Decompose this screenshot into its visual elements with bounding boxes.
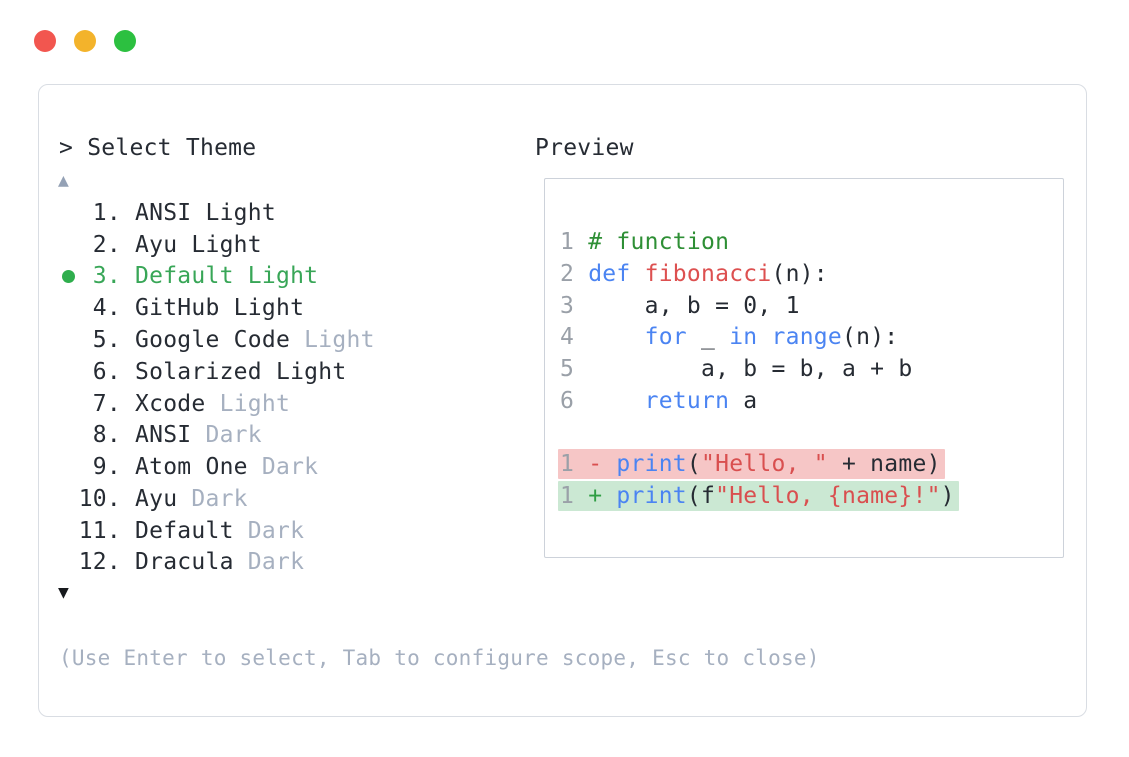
preview-box: 1 # function 2 def fibonacci(n): 3 a, b = … [544,178,1064,558]
minimize-button[interactable] [74,30,96,52]
item-number: 3. [92,263,121,290]
theme-variant: Dark [177,485,248,512]
item-number: 2. [92,231,121,258]
code-line: 3 a, b = 0, 1 [560,292,800,319]
theme-variant: Light [290,327,375,354]
theme-name: Xcode [135,390,206,417]
maximize-button[interactable] [114,30,136,52]
item-number: 1. [92,199,121,226]
theme-variant: Dark [233,517,305,544]
theme-name: Ayu Light [135,231,262,258]
window-controls [34,30,136,52]
theme-list-item[interactable]: 2. Ayu Light [39,229,509,261]
theme-list-item[interactable]: 6. Solarized Light [39,356,509,388]
code-line: 4 for _ in range(n): [560,324,899,351]
theme-list-item[interactable]: 4. GitHub Light [39,292,509,324]
theme-name: ANSI [135,422,192,449]
selected-dot-icon [62,269,75,283]
theme-list-item[interactable]: 9. Atom One Dark [39,451,509,483]
code-line [560,418,959,450]
item-number: 10. [78,485,121,512]
item-number: 8. [92,422,121,449]
code-line: 1 # function [560,229,730,255]
theme-name: Google Code [135,327,291,354]
theme-list-item[interactable]: 7. Xcode Light [39,388,509,420]
help-text: (Use Enter to select, Tab to configure s… [59,646,820,670]
select-theme-prompt: > Select Theme [59,135,257,161]
item-number: 7. [92,390,121,417]
scroll-up-icon: ▲ [58,170,69,191]
theme-name: Dracula [135,549,234,576]
item-number: 5. [92,327,121,354]
theme-name: Solarized Light [135,358,347,385]
scroll-down-icon: ▼ [58,582,69,603]
diff-line-added: 1 + print(f"Hello, {name}!") [558,481,959,513]
code-lines: 1 # function 2 def fibonacci(n): 3 a, b = … [558,227,959,513]
theme-list-item[interactable]: 8. ANSI Dark [39,419,509,451]
theme-name: Ayu [135,485,178,512]
diff-highlight: 1 + print(f"Hello, {name}!") [558,481,959,512]
theme-list-item[interactable]: 1. ANSI Light [39,197,509,229]
code-line: 6 return a [560,387,758,414]
code-line: 2 def fibonacci(n): [560,260,828,287]
theme-name: Default [135,517,234,544]
theme-list-item[interactable]: 12. Dracula Dark [39,547,509,579]
theme-list-item[interactable]: 10. Ayu Dark [39,483,509,515]
theme-name: GitHub Light [135,295,305,322]
diff-highlight: 1 - print("Hello, " + name) [558,449,945,480]
diff-line-removed: 1 - print("Hello, " + name) [558,449,959,481]
theme-name: Atom One [135,454,248,481]
theme-variant: Dark [191,422,262,449]
item-number: 11. [78,517,121,544]
theme-variant: Dark [247,454,319,481]
theme-name: ANSI Light [135,199,276,226]
item-number: 4. [92,295,121,322]
theme-picker-panel: > Select Theme Preview ▲ 1. ANSI Light 2. A… [38,84,1087,717]
close-button[interactable] [34,30,56,52]
preview-heading: Preview [535,135,634,161]
item-number: 12. [78,549,121,576]
item-number: 6. [92,358,121,385]
theme-list-item[interactable]: 3. Default Light [39,261,509,293]
bullet-slot [61,269,75,283]
theme-name: Default Light [135,263,319,290]
theme-list-item[interactable]: 11. Default Dark [39,515,509,547]
theme-list-item[interactable]: 5. Google Code Light [39,324,509,356]
theme-variant: Light [205,390,291,417]
theme-variant: Dark [233,549,305,576]
item-number: 9. [92,454,121,481]
code-line: 5 a, b = b, a + b [560,356,913,383]
